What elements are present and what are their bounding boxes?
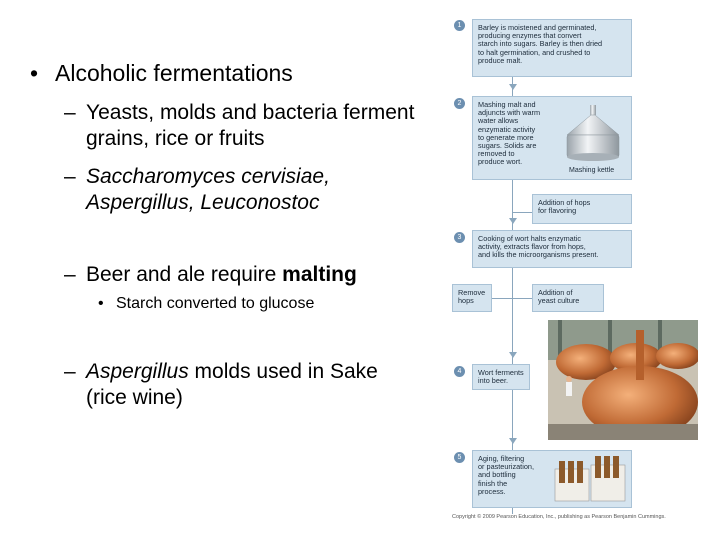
- bullet-dot: •: [30, 60, 39, 86]
- dash: –: [64, 263, 76, 286]
- beer-process-flowchart: 1 Barley is moistened and germinated, pr…: [440, 14, 720, 540]
- copyright-notice: Copyright © 2009 Pearson Education, Inc.…: [452, 514, 666, 520]
- step-2-box: Mashing malt and adjuncts with warm wate…: [472, 96, 632, 180]
- step-text: Wort ferments into beer.: [478, 368, 524, 386]
- sub-bullet-text: Beer and ale require malting: [86, 262, 416, 288]
- step-number: 1: [454, 20, 465, 31]
- connector: [512, 298, 532, 299]
- arrow-down-icon: [509, 218, 517, 224]
- step-text: Aging, filtering or pasteurization, and …: [478, 454, 534, 496]
- arrow-down-icon: [509, 438, 517, 444]
- step-number: 4: [454, 366, 465, 377]
- dash: –: [64, 101, 76, 124]
- side-text: Remove hops: [458, 288, 486, 306]
- arrow-down-icon: [509, 84, 517, 90]
- dash: –: [64, 360, 76, 383]
- copper-tanks-image: [548, 320, 698, 440]
- slide-text-area: • Alcoholic fermentations – Yeasts, mold…: [30, 60, 416, 411]
- side-text: Addition of hops for flavoring: [538, 198, 591, 216]
- bullet-dot: •: [98, 295, 104, 312]
- brewery-photo: [548, 320, 698, 440]
- connector: [492, 298, 512, 299]
- yeast-box: Addition of yeast culture: [532, 284, 604, 312]
- malting-prefix: Beer and ale require: [86, 263, 283, 286]
- mashing-kettle-icon: [566, 105, 620, 161]
- step-5-box: Aging, filtering or pasteurization, and …: [472, 450, 632, 508]
- step-number: 2: [454, 98, 465, 109]
- step-4-box: Wort ferments into beer.: [472, 364, 530, 390]
- subsub-bullet-text: Starch converted to glucose: [116, 295, 315, 312]
- step-1-box: Barley is moistened and germinated, prod…: [472, 19, 632, 77]
- bullet-text: Alcoholic fermentations: [55, 60, 293, 86]
- step-3-box: Cooking of wort halts enzymatic activity…: [472, 230, 632, 268]
- sub-bullet-text: Yeasts, molds and bacteria ferment grain…: [86, 101, 415, 150]
- side-text: Addition of yeast culture: [538, 288, 580, 306]
- hops-box: Addition of hops for flavoring: [532, 194, 632, 224]
- flow-line: [512, 44, 513, 514]
- dash: –: [64, 165, 76, 188]
- remove-hops-box: Remove hops: [452, 284, 492, 312]
- arrow-down-icon: [509, 352, 517, 358]
- malting-bold: malting: [282, 263, 357, 286]
- step-number: 5: [454, 452, 465, 463]
- step-text: Cooking of wort halts enzymatic activity…: [478, 234, 599, 260]
- step-number: 3: [454, 232, 465, 243]
- beer-bottles-icon: [554, 456, 626, 502]
- sake-rest: molds used in Sake (rice wine): [86, 360, 378, 409]
- aspergillus-italic: Aspergillus: [86, 360, 189, 383]
- kettle-label: Mashing kettle: [569, 167, 615, 174]
- sub-bullet-text: Saccharomyces cervisiae, Aspergillus, Le…: [86, 165, 330, 214]
- step-text: Mashing malt and adjuncts with warm wate…: [478, 100, 541, 167]
- connector: [512, 212, 532, 213]
- sub-bullet-text: Aspergillus molds used in Sake (rice win…: [86, 359, 416, 411]
- step-text: Barley is moistened and germinated, prod…: [478, 23, 603, 65]
